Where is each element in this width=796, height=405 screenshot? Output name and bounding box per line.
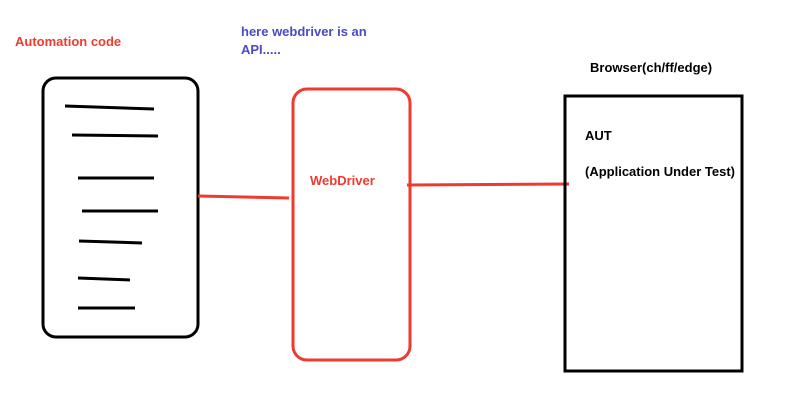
code-line: [78, 239, 143, 245]
webdriver-api-note: here webdriver is an API.....: [241, 24, 367, 57]
connector-code-to-webdriver: [197, 194, 290, 200]
automation-code-box: [41, 76, 200, 339]
code-line: [64, 104, 155, 111]
browser-box: [563, 94, 744, 373]
code-line: [71, 133, 159, 138]
webdriver-box: [291, 87, 412, 362]
code-line: [77, 276, 131, 282]
browser-title: Browser(ch/ff/edge): [590, 60, 713, 75]
aut-description: (Application Under Test): [585, 164, 735, 179]
aut-label: AUT: [585, 128, 612, 143]
connector-webdriver-to-browser: [406, 182, 570, 187]
webdriver-label: WebDriver: [310, 173, 375, 188]
automation-code-title: Automation code: [15, 34, 122, 49]
